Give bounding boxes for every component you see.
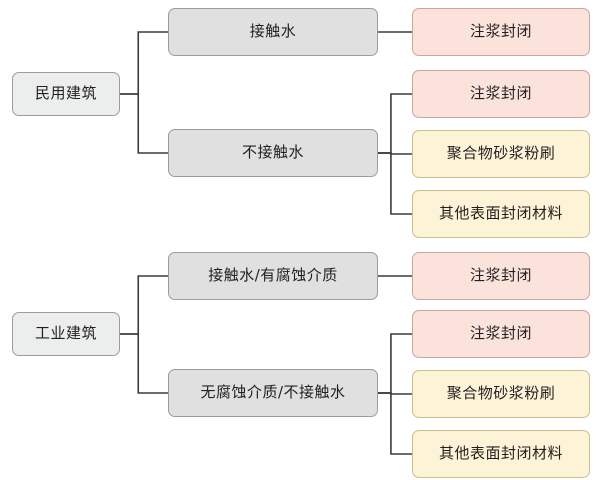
diagram-node-label: 接触水 <box>249 22 297 41</box>
diagram-node-label: 无腐蚀介质/不接触水 <box>200 383 346 402</box>
link-industrial-to-corrosive <box>120 275 168 335</box>
diagram-node-label: 工业建筑 <box>34 324 97 343</box>
link-industrial-to-non-corrosive <box>120 333 168 394</box>
diagram-node-n12: 注浆封闭 <box>412 310 590 358</box>
link-non-corrosive-to-other-surface <box>378 392 412 455</box>
diagram-node-n4: 注浆封闭 <box>412 8 590 56</box>
diagram-node-label: 注浆封闭 <box>469 22 532 41</box>
diagram-node-label: 不接触水 <box>241 143 304 162</box>
diagram-node-n8: 工业建筑 <box>12 312 120 356</box>
diagram-node-label: 其他表面封闭材料 <box>438 204 563 223</box>
diagram-node-n10: 无腐蚀介质/不接触水 <box>168 369 378 417</box>
diagram-node-label: 接触水/有腐蚀介质 <box>208 266 338 285</box>
diagram-node-label: 聚合物砂浆粉刷 <box>446 144 556 163</box>
diagram-node-n1: 民用建筑 <box>12 72 120 116</box>
diagram-node-n14: 其他表面封闭材料 <box>412 430 590 478</box>
diagram-node-label: 民用建筑 <box>34 84 97 103</box>
link-no-contact-water-to-grouting <box>378 93 412 154</box>
link-non-corrosive-to-grouting <box>378 333 412 394</box>
link-no-contact-water-to-polymer-mortar <box>378 152 412 155</box>
diagram-node-n5: 注浆封闭 <box>412 70 590 118</box>
diagram-node-n3: 不接触水 <box>168 129 378 177</box>
link-civil-to-no-contact-water <box>120 93 168 154</box>
link-no-contact-water-to-other-surface <box>378 152 412 215</box>
diagram-node-n2: 接触水 <box>168 8 378 56</box>
diagram-node-label: 聚合物砂浆粉刷 <box>446 384 556 403</box>
diagram-node-label: 注浆封闭 <box>469 266 532 285</box>
diagram-node-n7: 其他表面封闭材料 <box>412 190 590 238</box>
diagram-node-n6: 聚合物砂浆粉刷 <box>412 130 590 178</box>
diagram-node-n13: 聚合物砂浆粉刷 <box>412 370 590 418</box>
diagram-node-n9: 接触水/有腐蚀介质 <box>168 252 378 300</box>
link-civil-to-contact-water <box>120 31 168 95</box>
diagram-node-label: 注浆封闭 <box>469 324 532 343</box>
link-non-corrosive-to-polymer-mortar <box>378 392 412 395</box>
diagram-node-label: 注浆封闭 <box>469 84 532 103</box>
diagram-node-label: 其他表面封闭材料 <box>438 444 563 463</box>
diagram-node-n11: 注浆封闭 <box>412 252 590 300</box>
